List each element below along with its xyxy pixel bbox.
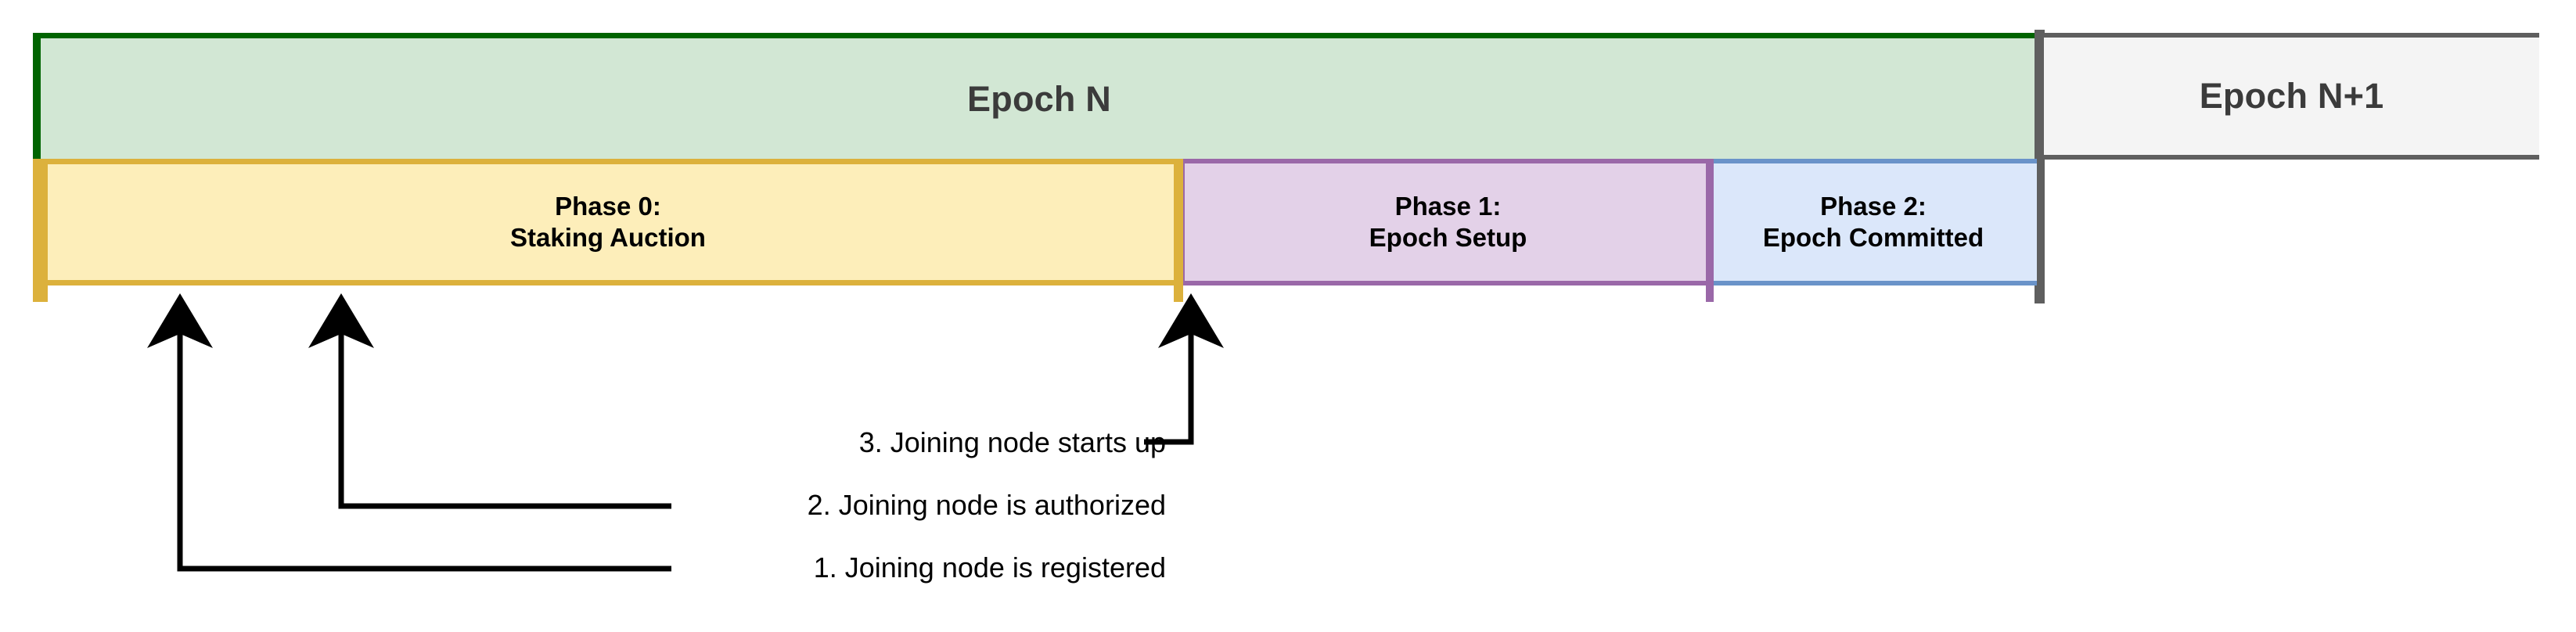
epoch-n-plus-1-box: Epoch N+1: [2044, 33, 2539, 160]
epoch-n-label: Epoch N: [967, 78, 1111, 119]
epoch-n-box: Epoch N: [33, 33, 2038, 160]
epoch-n-plus-1-label: Epoch N+1: [2199, 76, 2384, 116]
phase-1-subtitle: Epoch Setup: [1369, 223, 1527, 252]
epoch-boundary-divider: [2035, 30, 2045, 303]
phase-0-box: Phase 0: Staking Auction: [33, 159, 1183, 285]
phase-2-subtitle: Epoch Committed: [1762, 223, 1984, 252]
leader-line-3: [1144, 293, 1224, 445]
phase-1-box: Phase 1: Epoch Setup: [1178, 159, 1715, 285]
phase-1-title: Phase 1:: [1394, 191, 1502, 221]
phase-2-title: Phase 2:: [1820, 191, 1927, 221]
phase-0-end-tick: [1174, 159, 1183, 302]
annotation-2-label: 2. Joining node is authorized: [807, 489, 1166, 521]
phase-1-end-tick: [1706, 159, 1714, 302]
epoch-start-tick: [33, 159, 48, 302]
leader-line-1: [147, 293, 671, 572]
annotation-3-label: 3. Joining node starts up: [858, 426, 1166, 458]
leader-line-2: [308, 293, 671, 509]
phase-0-subtitle: Staking Auction: [510, 223, 706, 252]
phase-2-box: Phase 2: Epoch Committed: [1710, 159, 2037, 285]
phase-0-title: Phase 0:: [555, 191, 661, 221]
annotation-1-label: 1. Joining node is registered: [813, 551, 1166, 584]
